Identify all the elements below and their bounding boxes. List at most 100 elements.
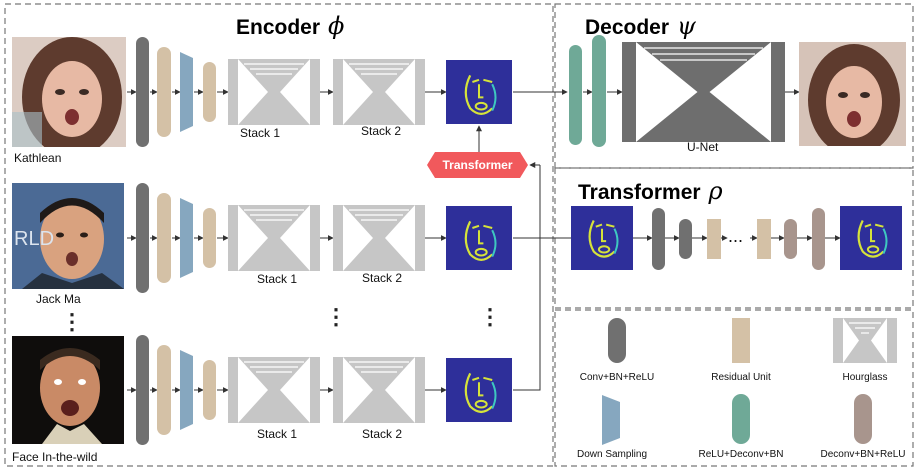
legend-icon-hourglass — [833, 318, 897, 363]
unet-end-bar — [771, 42, 785, 142]
stack2-label: Stack 2 — [362, 271, 403, 285]
decoder-title: Decoder ψ — [585, 12, 696, 40]
heatmap-mouth — [597, 245, 611, 254]
hourglass-body — [343, 59, 415, 125]
feed-line — [513, 237, 541, 391]
hourglass-body — [843, 318, 887, 363]
stack2-label: Stack 2 — [362, 427, 403, 441]
legend-label-deconv2: Deconv+BN+ReLU — [820, 449, 906, 460]
conv-block — [652, 208, 665, 270]
jackma-input-photo: RLD — [12, 183, 124, 289]
encoder-symbol: ϕ — [328, 12, 345, 40]
hourglass-end-bar — [333, 205, 343, 271]
downsample-block — [180, 350, 193, 430]
heatmap-brows — [472, 224, 493, 229]
decoder-symbol: ψ — [677, 12, 696, 40]
decoder-output-photo — [799, 42, 906, 146]
hourglass-body — [238, 357, 310, 423]
stack1-label: Stack 1 — [240, 126, 281, 140]
residual-block — [203, 360, 216, 420]
svg-text:RLD: RLD — [14, 228, 54, 250]
conv-block — [679, 219, 692, 259]
hourglass-stack1 — [228, 357, 320, 423]
residual-block — [707, 219, 721, 259]
stack1-label: Stack 1 — [257, 272, 298, 286]
heatmap-cheek — [613, 228, 619, 254]
encoder-row — [127, 37, 512, 147]
heatmap-brows — [864, 223, 884, 228]
hourglass-end-bar — [333, 357, 343, 423]
hourglass-stack2 — [333, 59, 425, 125]
residual-block — [203, 208, 216, 268]
heatmap-cheek — [491, 83, 497, 112]
deconv2-block — [812, 208, 825, 270]
hourglass-stack1 — [228, 59, 320, 125]
hourglass-stack2 — [333, 205, 425, 271]
conv-block — [136, 335, 149, 445]
residual-block — [157, 345, 171, 435]
legend-icon-conv — [608, 318, 626, 363]
hourglass-body — [238, 205, 310, 271]
hourglass-end-bar — [228, 357, 238, 423]
encoder-title-text: Encoder — [236, 16, 321, 39]
unet-label: U-Net — [687, 140, 719, 154]
heatmap-brows — [472, 78, 493, 83]
heatmap-mouth — [866, 245, 880, 254]
legend-icon-residual — [732, 318, 750, 363]
encoder-title: Encoder ϕ — [236, 12, 344, 40]
legend-label-conv: Conv+BN+ReLU — [579, 372, 655, 383]
hourglass-end-bar — [887, 318, 897, 363]
hourglass-body — [238, 59, 310, 125]
legend-label-hourglass: Hourglass — [842, 372, 888, 383]
hourglass-body — [343, 205, 415, 271]
deconv-block — [569, 45, 582, 145]
deconv2-block — [784, 219, 797, 259]
row-name-label: Jack Ma — [36, 292, 81, 306]
transformer-symbol: ρ — [708, 177, 723, 205]
downsample-block — [180, 52, 193, 132]
heatmap-mouth — [474, 247, 488, 257]
row-name-label: Face In-the-wild — [12, 450, 98, 464]
heatmap-mouth — [474, 101, 488, 111]
unet-body — [636, 42, 771, 142]
stack2-label: Stack 2 — [361, 124, 402, 138]
hourglass-end-bar — [228, 205, 238, 271]
hourglass-stack2 — [333, 357, 425, 423]
transformer-title-text: Transformer — [578, 181, 701, 204]
heatmap-cheek — [491, 229, 497, 258]
residual-block — [757, 219, 771, 259]
legend-label-down: Down Sampling — [576, 449, 648, 460]
hourglass-end-bar — [310, 357, 320, 423]
transformer-output-heatmap — [840, 206, 902, 270]
transformer-ellipsis: ... — [728, 226, 744, 246]
conv-block — [136, 37, 149, 147]
hourglass-end-bar — [310, 59, 320, 125]
hourglass-end-bar — [228, 59, 238, 125]
legend-label-residual: Residual Unit — [711, 372, 771, 383]
heatmap-output — [446, 60, 512, 124]
conv-block — [136, 183, 149, 293]
heatmap-jaw — [464, 74, 493, 115]
heatmap-jaw — [857, 219, 885, 258]
encoder-row — [127, 183, 512, 293]
hourglass-end-bar — [310, 205, 320, 271]
downsample-block — [180, 198, 193, 278]
decoder-title-text: Decoder — [585, 16, 670, 39]
kathlean-input-photo — [12, 37, 126, 147]
row-name-label: Kathlean — [14, 151, 62, 165]
legend-icon-deconv — [732, 394, 750, 444]
encoder-row — [127, 335, 512, 445]
transformer-title: Transformer ρ — [578, 177, 723, 205]
legend-icon-deconv2 — [854, 394, 872, 444]
heatmap-nose — [870, 228, 876, 243]
deconv-block — [592, 35, 606, 147]
transformer-block: Transformer — [427, 152, 528, 178]
heatmap-jaw — [588, 219, 616, 258]
heatmap-nose — [478, 230, 484, 245]
heatmap-brows — [472, 376, 493, 381]
heatmap-output — [446, 358, 512, 422]
face-photo-output — [799, 42, 906, 146]
heatmap-jaw — [464, 220, 493, 261]
unet-block — [622, 42, 785, 142]
